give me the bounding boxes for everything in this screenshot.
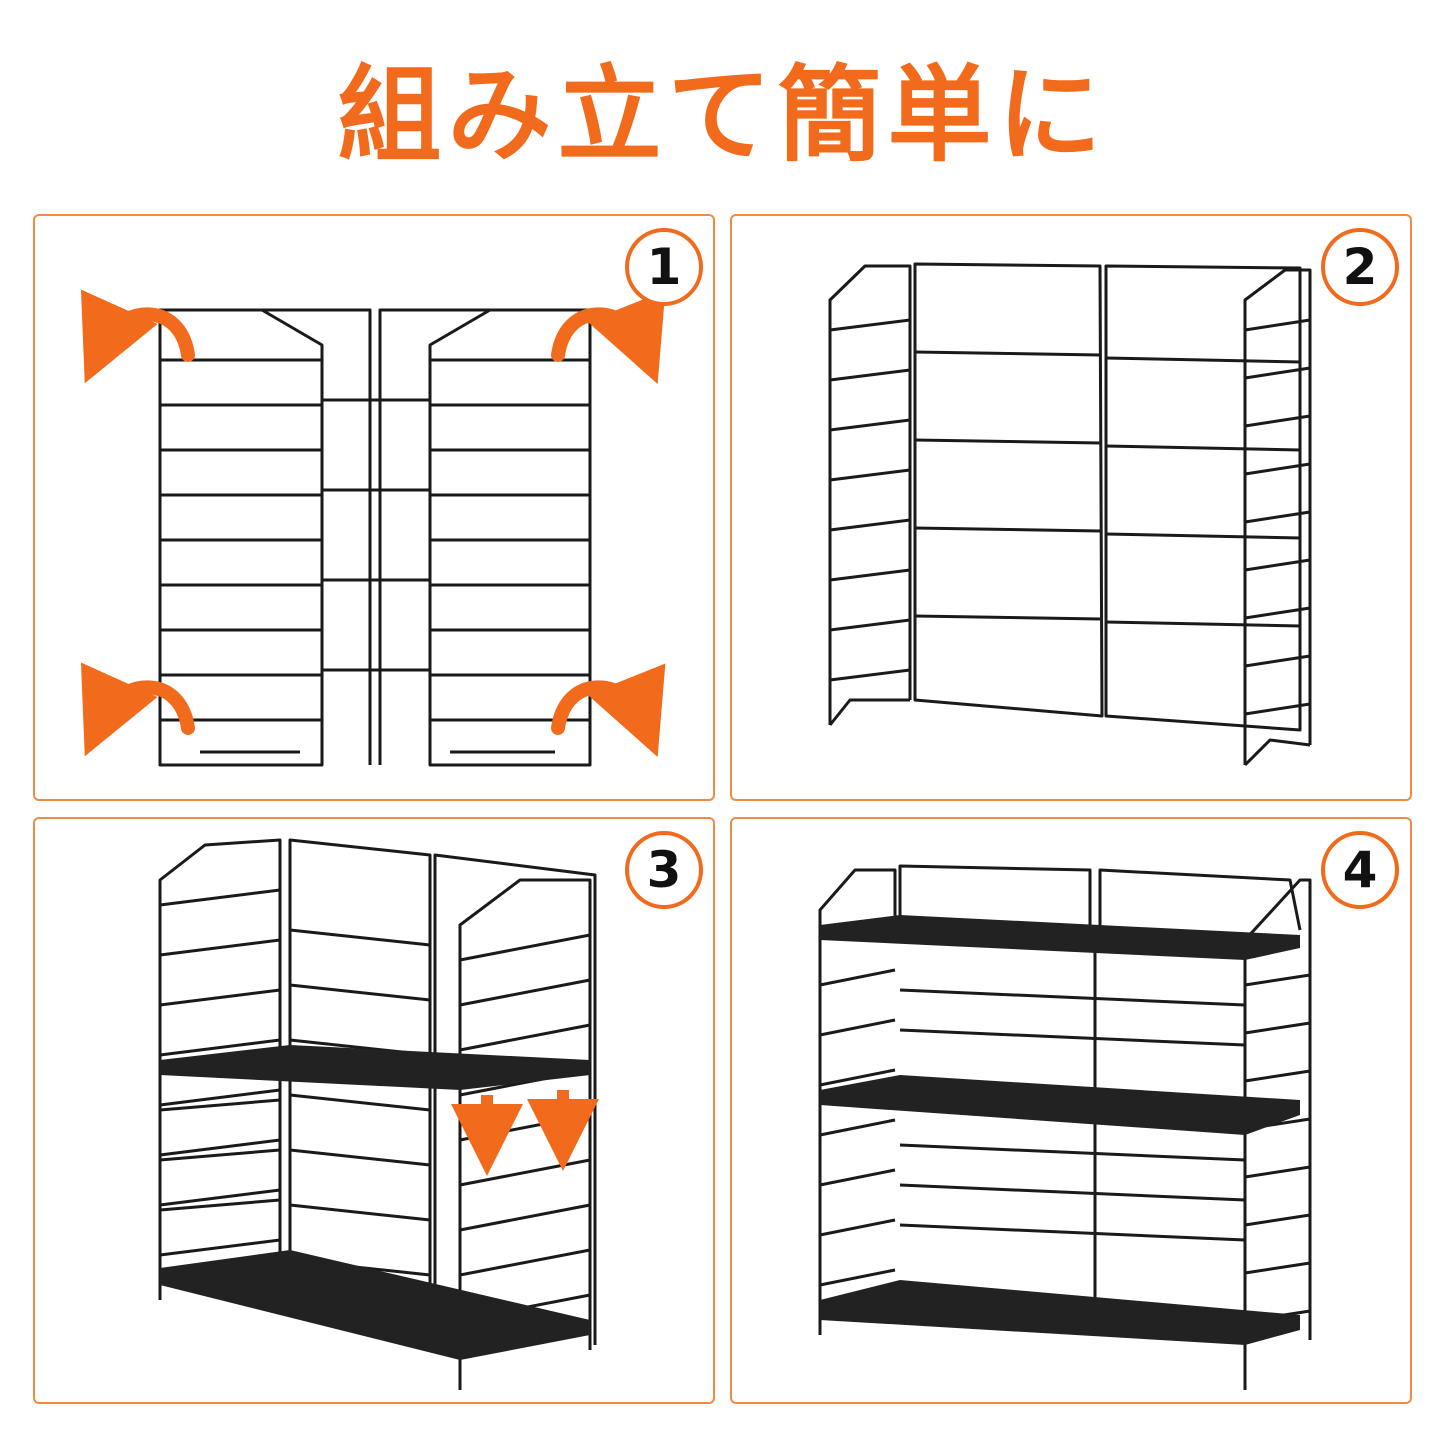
frame-rung	[289, 928, 431, 947]
frame-rung	[1244, 1021, 1311, 1035]
frame-rung	[159, 888, 281, 907]
page-title: 組み立て簡単に	[337, 54, 1108, 176]
frame-rung	[819, 1118, 896, 1137]
frame-rung	[289, 1148, 431, 1167]
step-2-unfolded-frame	[828, 262, 1312, 767]
frame-rung	[1244, 973, 1311, 987]
frame-rung	[829, 668, 911, 682]
frame-rung	[1244, 318, 1311, 332]
frame-rung	[289, 983, 431, 1002]
step-1-number: 1	[625, 228, 703, 306]
frame-rung	[459, 1113, 591, 1142]
frame-rung	[159, 1188, 281, 1207]
step-1-panel	[33, 214, 715, 801]
frame-rung	[819, 1268, 896, 1287]
frame-rung	[899, 988, 1246, 1007]
frame-rung	[829, 568, 911, 582]
frame-rung	[459, 1023, 591, 1052]
frame-rung	[1105, 532, 1301, 540]
step-4-panel	[730, 817, 1412, 1404]
frame-rung	[899, 1223, 1246, 1242]
frame-rung	[1244, 1069, 1311, 1083]
frame-rung	[1244, 510, 1311, 524]
fold-arrows	[81, 289, 666, 757]
frame-rung	[819, 968, 896, 987]
frame-rung	[914, 526, 1101, 533]
frame-rung	[819, 1168, 896, 1187]
step-2-number: 2	[1321, 228, 1399, 306]
frame-rung	[159, 1038, 281, 1057]
frame-rung	[159, 938, 281, 957]
frame-rung	[1244, 702, 1311, 716]
frame-rung	[1244, 1261, 1311, 1275]
frame-rung	[829, 368, 911, 382]
frame-rung	[829, 518, 911, 532]
frame-rung	[289, 1203, 431, 1222]
frame-rung	[459, 1248, 591, 1277]
frame-rung	[459, 978, 591, 1007]
shelf-boards	[160, 915, 1300, 1360]
frame-rung	[159, 1138, 281, 1157]
step-3-number: 3	[625, 831, 703, 909]
frame-rung	[1105, 620, 1301, 628]
frame-rung	[829, 318, 911, 332]
frame-rung	[829, 618, 911, 632]
frame-rung	[899, 1183, 1246, 1202]
frame-rung	[899, 1143, 1246, 1162]
frame-rung	[459, 1203, 591, 1232]
frame-rung	[914, 438, 1101, 445]
frame-rung	[159, 1198, 281, 1212]
frame-rung	[159, 988, 281, 1007]
frame-rung	[1244, 366, 1311, 380]
frame-rung	[1244, 606, 1311, 620]
step-1-folded-frame	[158, 308, 592, 767]
frame-rung	[1244, 462, 1311, 476]
frame-rung	[819, 1218, 896, 1237]
frame-rung	[459, 1158, 591, 1187]
frame-rung	[159, 1148, 281, 1162]
frame-rung	[1105, 444, 1301, 452]
frame-rung	[289, 1093, 431, 1112]
step-4-number: 4	[1321, 831, 1399, 909]
frame-rung	[829, 468, 911, 482]
step-4-complete-shelf	[818, 864, 1312, 1390]
frame-rung	[819, 1018, 896, 1037]
frame-rung	[1244, 654, 1311, 668]
frame-rung	[914, 350, 1101, 357]
insert-arrows	[451, 1090, 599, 1176]
step-2-panel	[730, 214, 1412, 801]
frame-rung	[829, 418, 911, 432]
frame-rung	[1244, 414, 1311, 428]
frame-rung	[1244, 1165, 1311, 1179]
frame-rung	[819, 1068, 896, 1087]
frame-rung	[159, 1098, 281, 1112]
frame-rung	[899, 1028, 1246, 1047]
frame-rung	[1244, 558, 1311, 572]
frame-rung	[1105, 356, 1301, 364]
frame-rung	[1244, 1213, 1311, 1227]
frame-rung	[459, 933, 591, 962]
frame-rung	[914, 614, 1101, 621]
step-3-panel	[33, 817, 715, 1404]
frame-rung	[159, 1238, 281, 1257]
frame-rung	[159, 1088, 281, 1107]
